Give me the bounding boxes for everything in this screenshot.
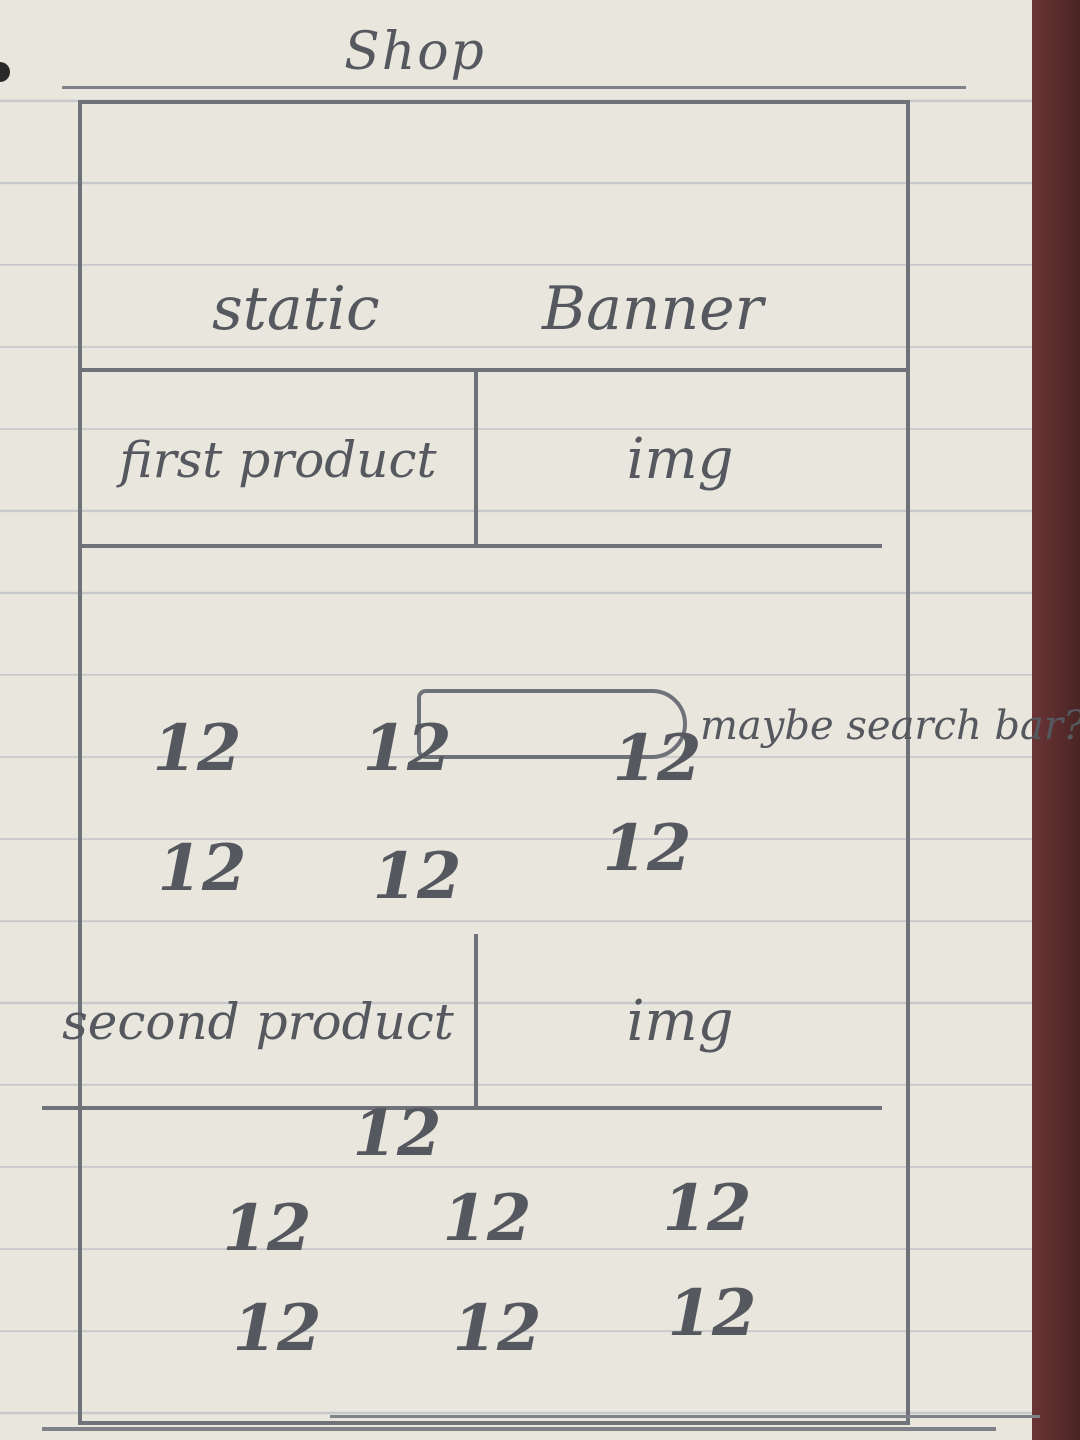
first-product-image: img: [626, 427, 734, 492]
product-tile[interactable]: 12: [352, 1096, 442, 1171]
product-tile[interactable]: 12: [602, 811, 692, 886]
header-section: static Banner: [82, 104, 906, 372]
header-banner-label: Banner: [542, 274, 764, 344]
header-static-label: static: [212, 274, 380, 344]
first-product-name: first product: [82, 372, 478, 544]
second-product-image: img: [626, 989, 734, 1054]
page-title: Shop: [344, 22, 486, 82]
second-product-row[interactable]: second product img: [42, 934, 882, 1110]
page-bottom-edge: [330, 1415, 1040, 1418]
notebook-page: [0, 0, 1032, 1440]
search-bar-note: maybe search bar?: [700, 703, 1080, 749]
product-tile[interactable]: 12: [157, 831, 247, 906]
product-tile[interactable]: 12: [442, 1181, 532, 1256]
product-tile[interactable]: 12: [452, 1291, 542, 1366]
product-tile[interactable]: 12: [662, 1171, 752, 1246]
product-tile[interactable]: 12: [232, 1291, 322, 1366]
first-product-row[interactable]: first product img: [82, 372, 882, 548]
second-product-name: second product: [42, 934, 478, 1106]
wireframe-screen: static Banner first product img maybe se…: [42, 86, 1080, 1431]
product-tile[interactable]: 12: [222, 1191, 312, 1266]
product-tile[interactable]: 12: [667, 1276, 757, 1351]
desk-surface: [1032, 0, 1080, 1440]
search-bar[interactable]: [417, 689, 687, 759]
product-tile[interactable]: 12: [152, 711, 242, 786]
product-tile[interactable]: 12: [362, 711, 452, 786]
product-tile[interactable]: 12: [612, 721, 702, 796]
binder-hole: [0, 62, 10, 82]
product-tile[interactable]: 12: [372, 839, 462, 914]
